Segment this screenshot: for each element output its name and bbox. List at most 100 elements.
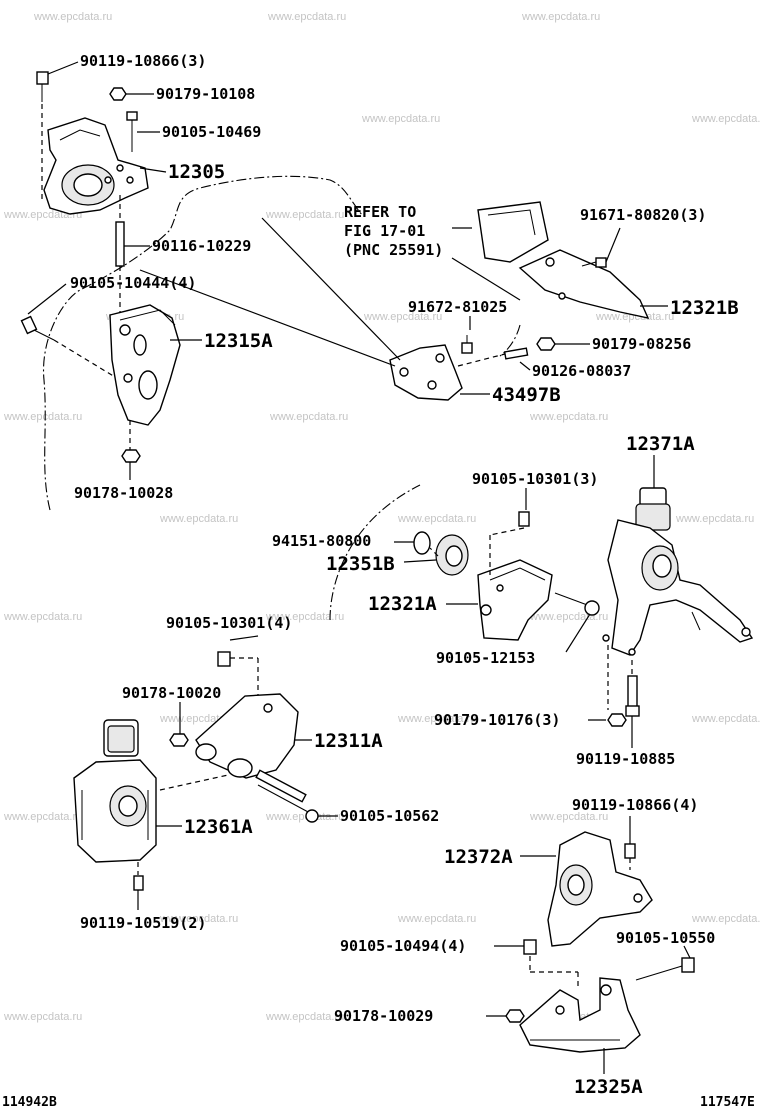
label-90179-10108: 90179-10108 [156, 85, 255, 103]
watermark: www.epcdata.ru [159, 913, 238, 925]
label-90119-10866-3: 90119-10866(3) [80, 52, 206, 70]
label-90105-10301-4: 90105-10301(4) [166, 614, 292, 632]
watermark: www.epcdata.ru [691, 713, 760, 725]
engine-outline-right [499, 324, 521, 357]
label-12305: 12305 [168, 161, 225, 183]
bolt-icon [681, 957, 695, 973]
label-90105-10494-4: 90105-10494(4) [340, 937, 466, 955]
part-12321A-bracket [413, 511, 600, 641]
label-12361A: 12361A [184, 816, 253, 838]
label-90178-10020: 90178-10020 [122, 684, 221, 702]
nut-icon [607, 713, 627, 727]
label-90179-08256: 90179-08256 [592, 335, 691, 353]
watermark: www.epcdata.ru [521, 11, 600, 23]
refer-line1: REFER TO [344, 203, 416, 221]
bolt-icon [518, 511, 530, 527]
watermark: www.epcdata.ru [361, 113, 440, 125]
part-12371A-mount [602, 487, 754, 727]
label-90105-10301-3: 90105-10301(3) [472, 470, 598, 488]
part-labels: 90119-10866(3) 90179-10108 90105-10469 1… [70, 52, 739, 1098]
watermark: www.epcdata.ru [265, 811, 344, 823]
part-12321B-bracket [477, 201, 650, 319]
refer-line2: FIG 17-01 [344, 222, 425, 240]
label-12321A: 12321A [368, 593, 437, 615]
bolt-icon [584, 600, 600, 616]
part-12315A-bracket [20, 266, 181, 463]
label-90116-10229: 90116-10229 [152, 237, 251, 255]
bolt-icon [624, 843, 636, 859]
watermark: www.epcdata.ru [269, 411, 348, 423]
stud-icon [115, 221, 125, 267]
watermark: www.epcdata.ru [265, 1011, 344, 1023]
stud-icon [503, 347, 529, 360]
watermark: www.epcdata.ru [265, 611, 344, 623]
label-90119-10519-2: 90119-10519(2) [80, 914, 206, 932]
watermark: www.epcdata.ru [159, 513, 238, 525]
watermark: www.epcdata.ru [33, 11, 112, 23]
nut-icon [109, 87, 127, 101]
label-12351B: 12351B [326, 553, 395, 575]
label-90105-10444-4: 90105-10444(4) [70, 274, 196, 292]
label-12372A: 12372A [444, 846, 513, 868]
watermark: www.epcdata.ru [691, 913, 760, 925]
watermark: www.epcdata.ru [363, 311, 442, 323]
label-12311A: 12311A [314, 730, 383, 752]
watermark: www.epcdata.ru [595, 311, 674, 323]
bolt-icon [627, 675, 638, 709]
part-12305-engine-mount [36, 71, 149, 267]
label-90126-08037: 90126-08037 [532, 362, 631, 380]
watermark: www.epcdata.ru [529, 811, 608, 823]
label-12325A: 12325A [574, 1076, 643, 1098]
nut-icon [121, 449, 141, 463]
watermark: www.epcdata.ru [3, 611, 82, 623]
watermark: www.epcdata.ru [397, 513, 476, 525]
bolt-icon [523, 939, 537, 955]
bolt-icon [305, 809, 319, 823]
label-12371A: 12371A [626, 433, 695, 455]
bolt-icon [217, 651, 231, 667]
bolt-icon [461, 342, 473, 354]
watermark: www.epcdata.ru [3, 1011, 82, 1023]
part-12311A-bracket [159, 651, 319, 823]
label-43497B: 43497B [492, 384, 561, 406]
label-90178-10029: 90178-10029 [334, 1007, 433, 1025]
part-43497B-bracket [389, 335, 556, 401]
label-90178-10028: 90178-10028 [74, 484, 173, 502]
part-12361A-mount [73, 719, 157, 891]
label-90179-10176-3: 90179-10176(3) [434, 711, 560, 729]
part-12325A-bracket [505, 977, 641, 1053]
diagram-code-right: 117547E [700, 1095, 755, 1110]
watermark: www.epcdata.ru [3, 811, 82, 823]
bolt-icon [20, 315, 38, 335]
label-94151-80800: 94151-80800 [272, 532, 371, 550]
engine-outline-lower [329, 484, 421, 621]
label-90105-10550: 90105-10550 [616, 929, 715, 947]
washer-icon [413, 531, 431, 555]
label-91672-81025: 91672-81025 [408, 298, 507, 316]
watermark: www.epcdata.ru [529, 411, 608, 423]
watermark: www.epcdata.ru [397, 713, 476, 725]
label-90105-12153: 90105-12153 [436, 649, 535, 667]
label-90119-10885: 90119-10885 [576, 750, 675, 768]
refer-line3: (PNC 25591) [344, 241, 443, 259]
label-91671-80820-3: 91671-80820(3) [580, 206, 706, 224]
label-90105-10562: 90105-10562 [340, 807, 439, 825]
engine-outline [42, 175, 363, 511]
label-90105-10469: 90105-10469 [162, 123, 261, 141]
bolt-icon [133, 875, 144, 891]
label-90119-10866-4: 90119-10866(4) [572, 796, 698, 814]
bolt-icon [126, 111, 138, 121]
watermark: www.epcdata.ru [397, 913, 476, 925]
nut-icon [505, 1009, 525, 1023]
label-12321B: 12321B [670, 297, 739, 319]
nut-icon [169, 733, 189, 747]
watermark: www.epcdata.ru [3, 411, 82, 423]
diagram-code-left: 114942B [2, 1095, 57, 1110]
watermark: www.epcdata.ru [691, 113, 760, 125]
leader-lines [27, 61, 691, 1074]
watermark: www.epcdata.ru [265, 209, 344, 221]
bolt-icon [36, 71, 49, 85]
watermark: www.epcdata.ru [675, 513, 754, 525]
bolt-icon [595, 257, 607, 268]
